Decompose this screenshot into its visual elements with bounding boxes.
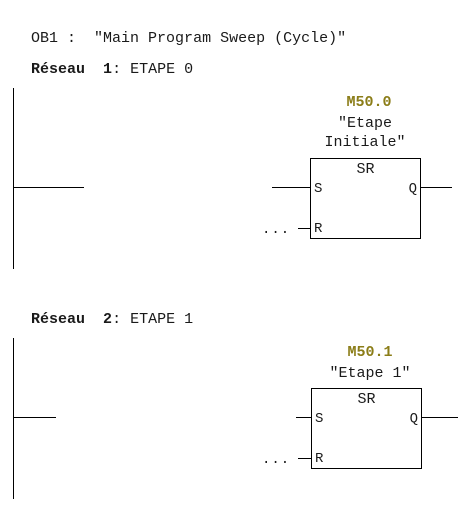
power-rail	[13, 88, 14, 269]
pin-reset-label: R	[314, 221, 323, 237]
network-title: ETAPE 0	[130, 61, 194, 78]
pin-set-label: S	[315, 411, 324, 427]
block-header: OB1 : "Main Program Sweep (Cycle)"	[13, 13, 413, 47]
network-number: 2	[103, 311, 113, 328]
rung-line[interactable]	[13, 417, 56, 418]
block-comment: "Main Program Sweep (Cycle)"	[94, 30, 347, 47]
rung-line[interactable]	[13, 187, 84, 188]
output-wire[interactable]	[422, 417, 458, 418]
set-input-wire[interactable]	[296, 417, 311, 418]
operand-symbol[interactable]: "Etape 1"	[329, 365, 411, 382]
pin-set-label: S	[314, 181, 323, 197]
network-separator: :	[112, 311, 122, 328]
network-number: 1	[103, 61, 113, 78]
operand-address[interactable]: M50.0	[346, 94, 392, 111]
network-2-header[interactable]: Réseau 2: ETAPE 1	[13, 294, 263, 328]
network-label: Réseau	[31, 311, 86, 328]
sr-box[interactable]: SR S R Q	[311, 388, 422, 469]
pin-reset-label: R	[315, 451, 324, 467]
block-name: OB1 :	[31, 30, 77, 47]
network-1-header[interactable]: Réseau 1: ETAPE 0	[13, 44, 263, 78]
network-title: ETAPE 1	[130, 311, 194, 328]
network-separator: :	[112, 61, 122, 78]
pin-out-label: Q	[408, 181, 417, 197]
operand-address[interactable]: M50.1	[347, 344, 393, 361]
network-label: Réseau	[31, 61, 86, 78]
pin-out-label: Q	[409, 411, 418, 427]
reset-input-wire[interactable]	[298, 228, 310, 229]
operand-symbol[interactable]: "Etape Initiale"	[324, 115, 406, 151]
sr-box[interactable]: SR S R Q	[310, 158, 421, 239]
power-rail	[13, 338, 14, 499]
reset-input-placeholder[interactable]: ...	[262, 222, 291, 238]
set-input-wire[interactable]	[272, 187, 310, 188]
box-type-label: SR	[357, 391, 376, 408]
reset-input-wire[interactable]	[298, 458, 311, 459]
reset-input-placeholder[interactable]: ...	[262, 452, 291, 468]
box-type-label: SR	[356, 161, 375, 178]
output-wire[interactable]	[421, 187, 452, 188]
